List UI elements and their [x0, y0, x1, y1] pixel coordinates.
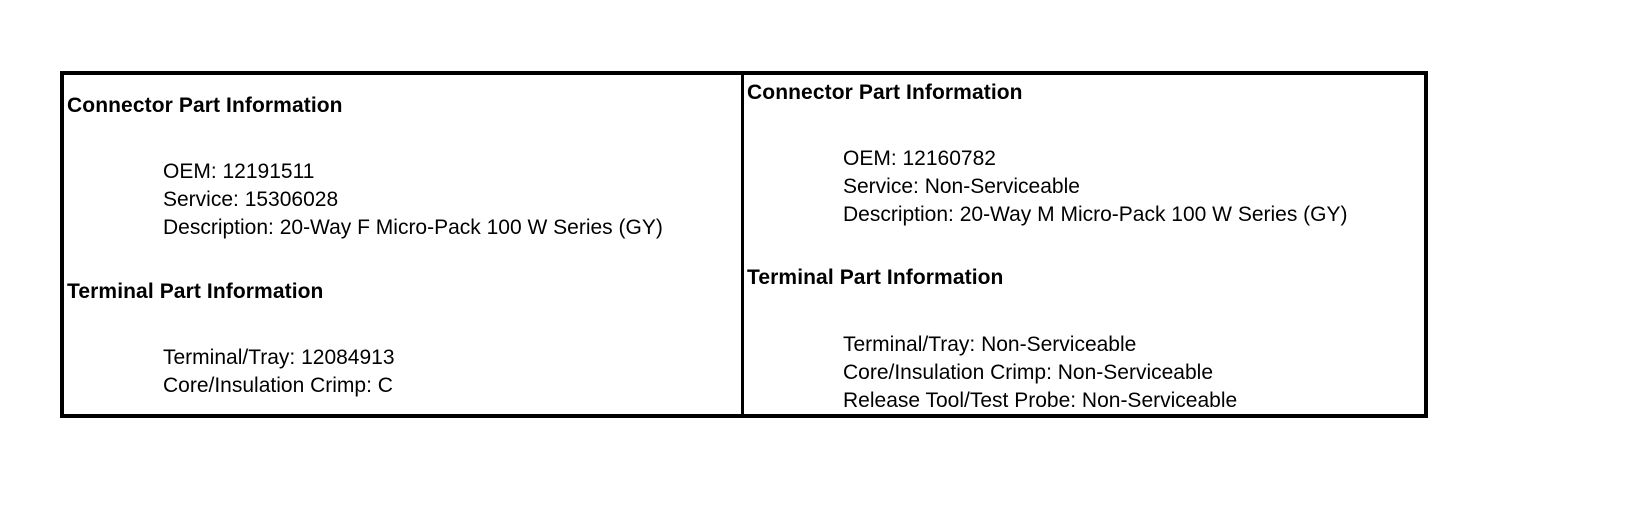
right-description-line: Description: 20-Way M Micro-Pack 100 W S…	[843, 203, 1348, 226]
connector-info-table: Connector Part Information OEM: 12191511…	[60, 71, 1428, 418]
left-description-line: Description: 20-Way F Micro-Pack 100 W S…	[163, 216, 663, 239]
right-release-tool-line: Release Tool/Test Probe: Non-Serviceable	[843, 389, 1238, 412]
right-terminal-tray-line: Terminal/Tray: Non-Serviceable	[843, 333, 1137, 356]
right-terminal-details: Terminal/Tray: Non-Serviceable Core/Insu…	[843, 331, 1237, 415]
right-connector-column: Connector Part Information OEM: 12160782…	[744, 75, 1424, 414]
left-terminal-tray-line: Terminal/Tray: 12084913	[163, 346, 395, 369]
right-terminal-heading: Terminal Part Information	[747, 266, 1004, 289]
left-terminal-details: Terminal/Tray: 12084913 Core/Insulation …	[163, 344, 395, 400]
left-crimp-line: Core/Insulation Crimp: C	[163, 374, 393, 397]
left-service-line: Service: 15306028	[163, 188, 339, 211]
left-connector-column: Connector Part Information OEM: 12191511…	[64, 75, 744, 414]
right-oem-line: OEM: 12160782	[843, 147, 996, 170]
left-connector-details: OEM: 12191511 Service: 15306028 Descript…	[163, 158, 663, 242]
right-service-line: Service: Non-Serviceable	[843, 175, 1080, 198]
left-oem-line: OEM: 12191511	[163, 160, 315, 183]
left-terminal-heading: Terminal Part Information	[67, 280, 324, 303]
right-crimp-line: Core/Insulation Crimp: Non-Serviceable	[843, 361, 1213, 384]
left-connector-heading: Connector Part Information	[67, 94, 343, 117]
right-connector-details: OEM: 12160782 Service: Non-Serviceable D…	[843, 145, 1348, 229]
right-connector-heading: Connector Part Information	[747, 81, 1023, 104]
